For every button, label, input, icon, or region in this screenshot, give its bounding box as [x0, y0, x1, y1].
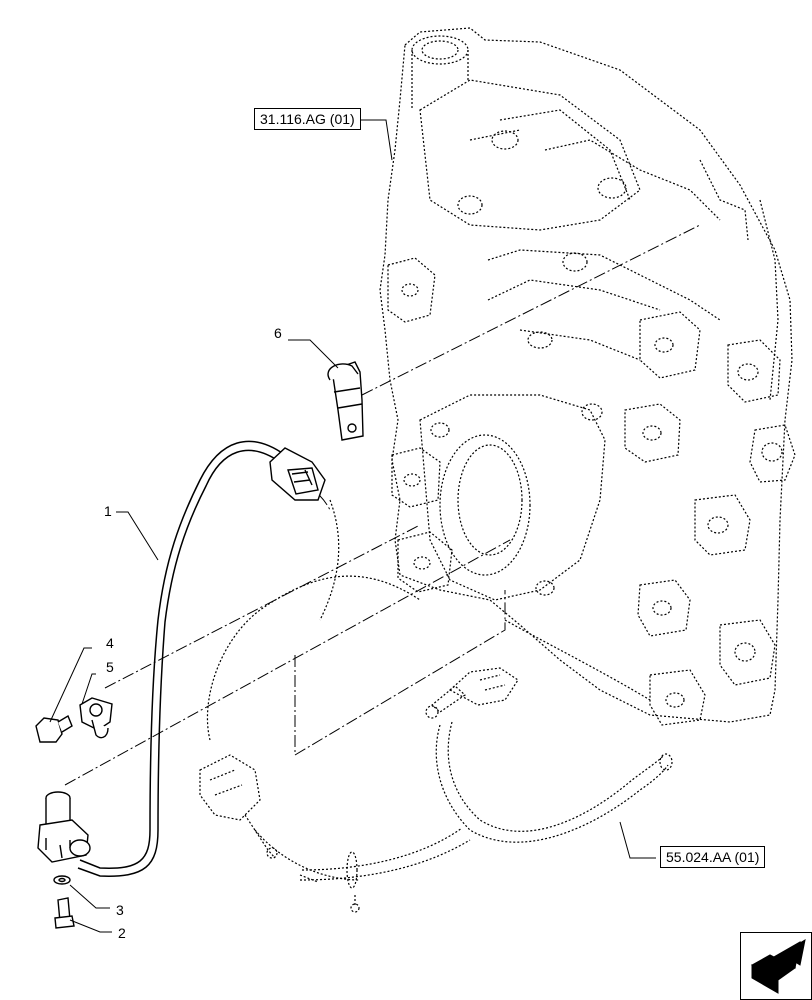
part-2-screw	[54, 897, 75, 929]
callout-1: 1	[104, 503, 112, 519]
callout-3: 3	[116, 902, 124, 918]
part-5-bracket	[79, 697, 113, 739]
callout-5: 5	[106, 659, 114, 675]
next-page-button[interactable]	[740, 932, 812, 1000]
main-wiring-harness	[199, 499, 673, 913]
reference-label-bottom[interactable]: 55.024.AA (01)	[660, 846, 766, 868]
callout-2: 2	[118, 925, 126, 941]
next-page-arrow-icon	[750, 938, 806, 994]
callout-4: 4	[106, 635, 114, 651]
leader-lines	[49, 119, 656, 933]
part-3-washer	[53, 875, 71, 885]
part-6-clip	[327, 361, 364, 441]
callout-6: 6	[274, 325, 282, 341]
speed-sensor	[37, 791, 91, 863]
reference-label-top[interactable]: 31.116.AG (01)	[254, 108, 361, 130]
part-4-bolt	[35, 714, 73, 743]
transmission-housing	[379, 27, 796, 726]
part-1-sensor-wire	[77, 440, 286, 877]
sensor-connector	[269, 447, 326, 501]
